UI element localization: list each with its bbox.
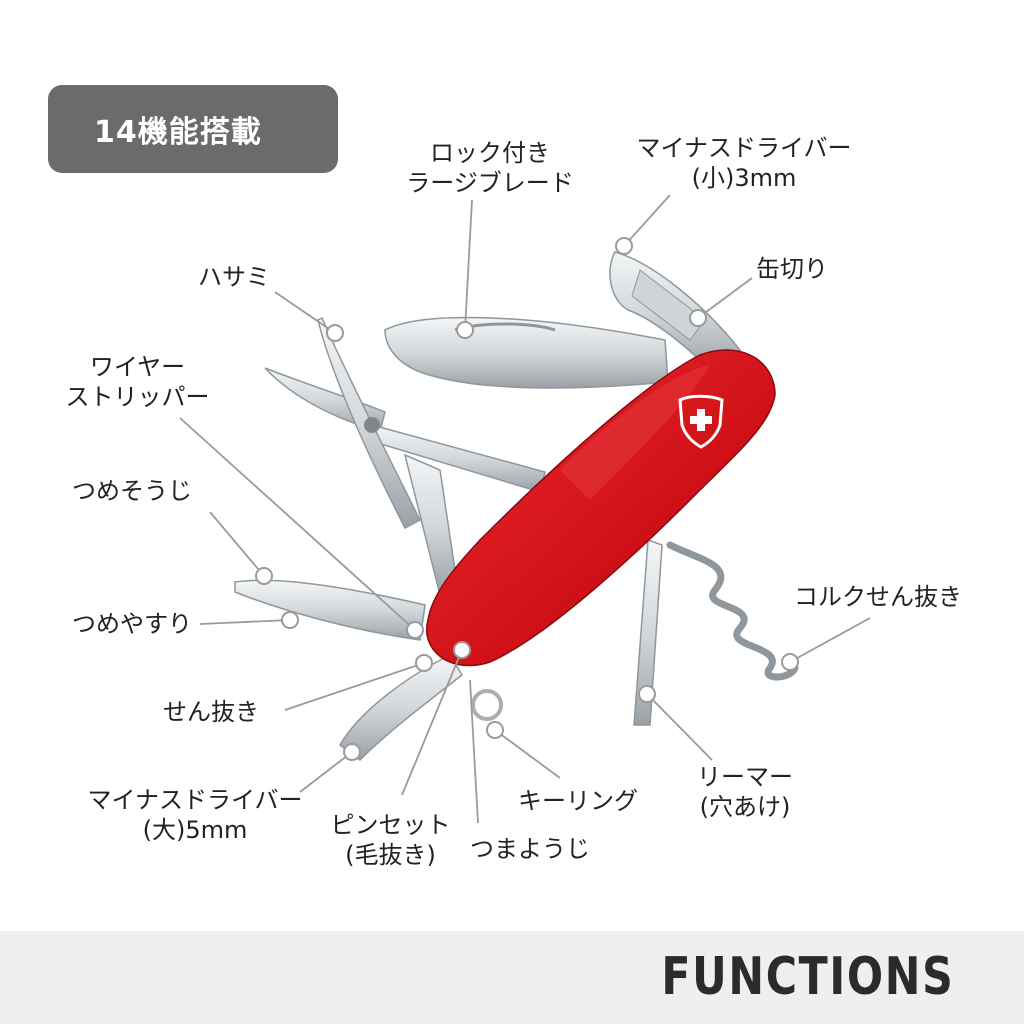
label-small-screwdriver: マイナスドライバー (小)3mm [636, 134, 852, 192]
reamer [633, 538, 663, 726]
label-large-blade: ロック付き ラージブレード [406, 139, 574, 197]
label-nail-cleaner: つめそうじ [72, 477, 192, 505]
label-corkscrew: コルクせん抜き [794, 583, 962, 611]
footer-title: FUNCTIONS [660, 947, 954, 1007]
label-wire-stripper: ワイヤー ストリッパー [65, 353, 210, 411]
anchor-dots [255, 237, 799, 761]
corkscrew [666, 541, 799, 681]
label-tweezers: ピンセット (毛抜き) [330, 811, 451, 869]
label-bottle-opener: せん抜き [163, 698, 259, 726]
cross-logo [678, 394, 724, 449]
knife-handle [425, 349, 776, 667]
label-scissors: ハサミ [198, 263, 270, 291]
large-blade [384, 316, 669, 389]
label-can-opener: 缶切り [756, 255, 828, 283]
label-nail-file: つめやすり [72, 610, 192, 638]
label-toothpick: つまようじ [470, 835, 590, 863]
footer-bar: FUNCTIONS [0, 931, 1024, 1024]
key-ring [471, 689, 503, 721]
leader-lines [179, 194, 871, 824]
label-reamer: リーマー (穴あけ) [697, 763, 793, 821]
badge-text: 14機能搭載 [94, 115, 262, 150]
nail-file [234, 579, 426, 641]
function-count-badge: 14機能搭載 [48, 85, 338, 173]
small-screwdriver [631, 269, 706, 341]
label-key-ring: キーリング [518, 787, 638, 815]
label-large-screwdriver: マイナスドライバー (大)5mm [87, 786, 303, 844]
